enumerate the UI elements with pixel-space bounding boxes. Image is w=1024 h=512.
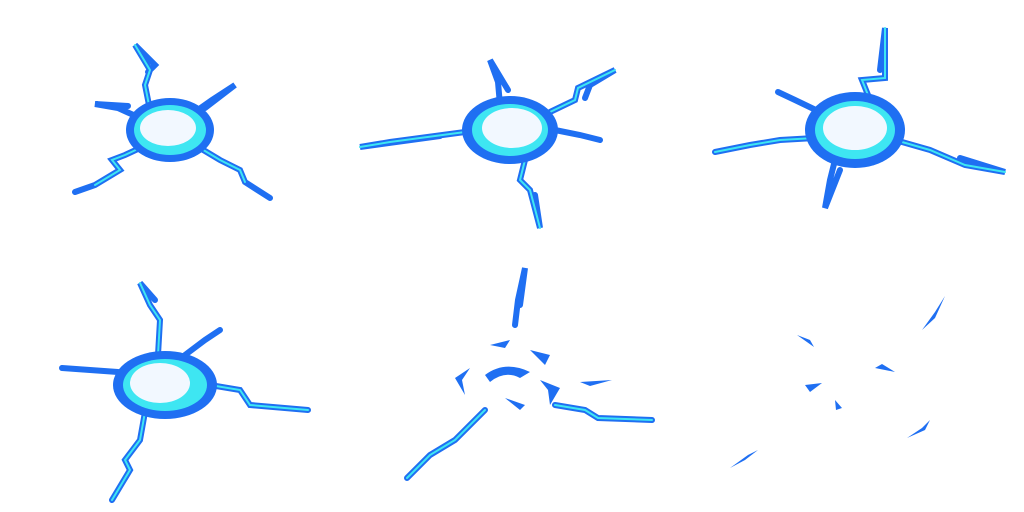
lightning-bolts <box>72 42 273 201</box>
frame-6-lightning-fragments <box>730 296 945 468</box>
glow-core <box>130 363 190 403</box>
lightning-bolts <box>712 27 1006 210</box>
frame-2-lightning-burst <box>359 58 617 229</box>
lightning-bolts <box>59 281 311 503</box>
glow-core <box>482 108 542 148</box>
frame-4-lightning-burst <box>59 281 311 503</box>
glow-core <box>823 106 887 150</box>
frame-3-lightning-burst <box>712 27 1006 210</box>
frame-5-lightning-dissipating <box>404 267 655 481</box>
lightning-bolts <box>359 58 617 229</box>
frame-1-lightning-burst <box>72 42 273 201</box>
ring-fragments <box>455 340 612 410</box>
glow-core <box>140 110 196 146</box>
